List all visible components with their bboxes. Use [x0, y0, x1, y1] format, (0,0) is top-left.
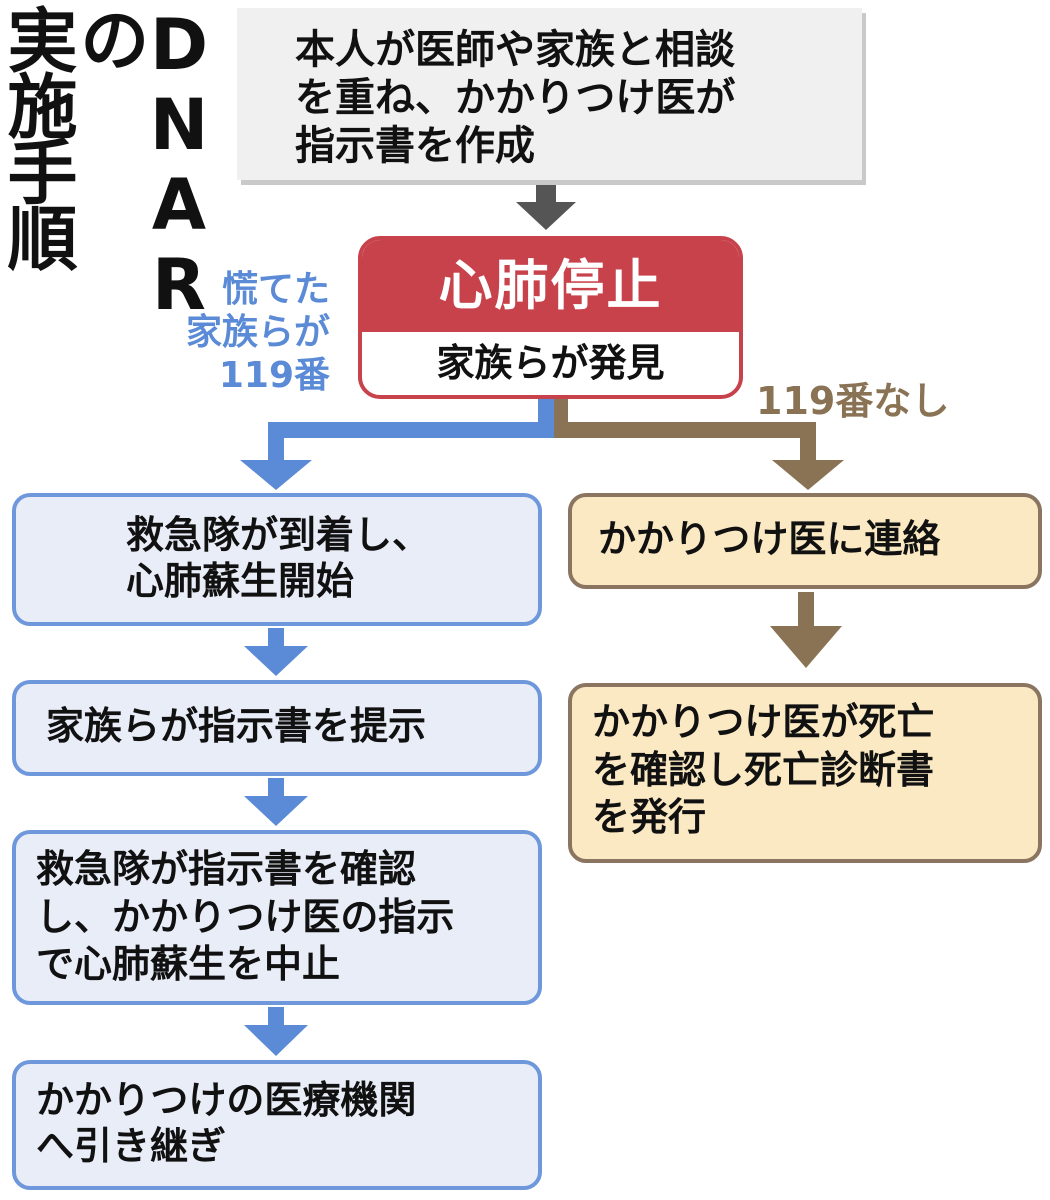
step-ems-arrive: 救急隊が到着し、 心肺蘇生開始 — [12, 493, 542, 626]
title-line-2: 実施手順 — [0, 4, 78, 268]
consultation-line: を重ね、かかりつけ医が — [295, 74, 736, 121]
arrow-blue-step-1 — [244, 628, 308, 676]
branch-label-line: 家族らが — [185, 312, 330, 354]
consultation-line: 本人が医師や家族と相談 — [295, 26, 735, 73]
cardiac-arrest-subtitle: 家族らが発見 — [436, 341, 665, 385]
step-line: 家族らが指示書を提示 — [46, 704, 427, 748]
step-ems-stop-cpr: 救急隊が指示書を確認 し、かかりつけ医の指示 で心肺蘇生を中止 — [12, 830, 542, 1005]
step-line: を確認し死亡診断書 — [592, 747, 935, 792]
diagram-title: 実施手順 DNARの — [0, 4, 220, 324]
consultation-box: 本人が医師や家族と相談 を重ね、かかりつけ医が 指示書を作成 — [237, 8, 862, 180]
branch-label-no-119: 119番なし — [756, 379, 950, 423]
step-gp-confirm-death: かかりつけ医が死亡 を確認し死亡診断書 を発行 — [568, 683, 1042, 863]
cardiac-arrest-box: 心肺停止 家族らが発見 — [358, 236, 743, 399]
step-handover: かかりつけの医療機関 へ引き継ぎ — [12, 1060, 542, 1190]
arrow-blue-step-2 — [244, 778, 308, 826]
step-line: 救急隊が指示書を確認 — [36, 847, 417, 891]
step-contact-gp: かかりつけ医に連絡 — [568, 493, 1042, 589]
consultation-line: 指示書を作成 — [295, 122, 535, 169]
arrow-tan-step-1 — [770, 592, 842, 668]
step-line: で心肺蘇生を中止 — [36, 942, 341, 986]
step-line: を発行 — [592, 795, 707, 839]
step-line: 救急隊が到着し、 — [126, 513, 431, 557]
cardiac-arrest-title: 心肺停止 — [362, 240, 739, 332]
step-line: 心肺蘇生開始 — [126, 558, 355, 603]
step-line: し、かかりつけ医の指示 — [36, 894, 455, 939]
arrow-top-to-arrest — [516, 182, 576, 230]
branch-label-line: 119番 — [218, 355, 330, 397]
step-line: へ引き継ぎ — [36, 1123, 227, 1168]
title-line-1: DNARの — [68, 4, 220, 324]
step-line: かかりつけの医療機関 — [36, 1078, 417, 1122]
step-line: かかりつけ医に連絡 — [598, 517, 941, 561]
branch-label-line: 慌てた — [221, 269, 330, 310]
arrow-blue-branch — [240, 399, 554, 490]
branch-label-call-119: 慌てた 家族らが 119番 — [150, 268, 330, 398]
arrow-blue-step-3 — [244, 1007, 308, 1056]
step-line: かかりつけ医が死亡 — [592, 700, 935, 744]
step-family-present-order: 家族らが指示書を提示 — [12, 680, 542, 776]
